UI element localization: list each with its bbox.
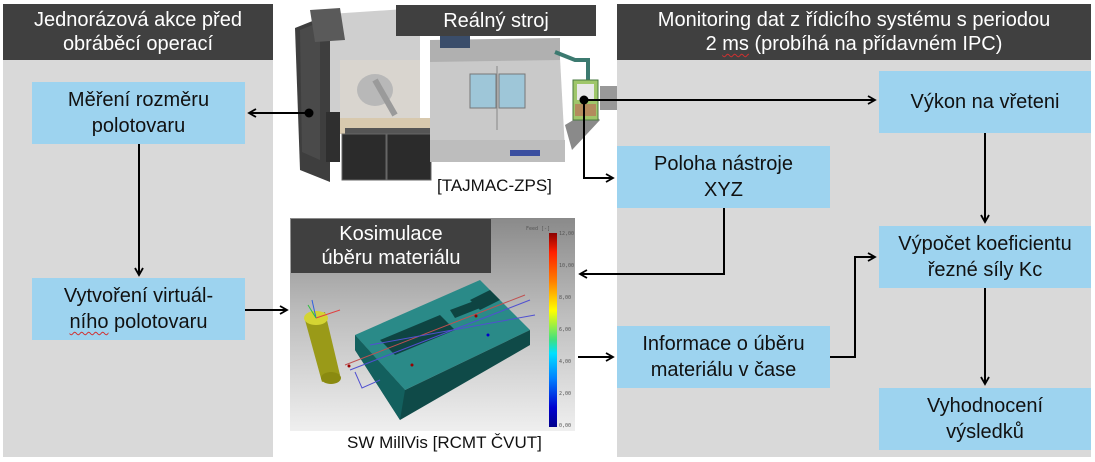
right-header-line2-pre: 2 (705, 33, 723, 55)
right-panel-header: Monitoring dat z řídicího systému s peri… (617, 4, 1091, 60)
colorbar-tick: 8,00 (559, 295, 572, 301)
box-mereni-line1: Měření rozměru (67, 89, 210, 111)
box-vytvoreni-polotovaru: Vytvoření virtuál- ního polotovaru (32, 278, 245, 340)
right-header-line2-spell: ms (722, 33, 749, 55)
machine-caption: [TAJMAC-ZPS] (437, 176, 552, 195)
simulation-colorbar (549, 233, 557, 427)
machine-header-text: Reálný stroj (443, 9, 549, 32)
box-vyhodnoceni-line1: Vyhodnocení (926, 395, 1043, 417)
simulation-header-line1: Kosimulace (339, 223, 443, 245)
box-vykon-line1: Výkon na vřeteni (910, 91, 1060, 113)
box-vytvoreni-line2: ního polotovaru (70, 309, 208, 335)
box-vytvoreni-line2-post: polotovaru (108, 311, 208, 333)
box-poloha-line1: Poloha nástroje (654, 153, 793, 175)
right-header-line1: Monitoring dat z řídicího systému s peri… (657, 9, 1051, 31)
box-vytvoreni-line2-spell: ního (69, 311, 109, 333)
left-header-line2: obráběcí operací (62, 33, 214, 55)
box-vyhodnoceni-vysledku: Vyhodnocení výsledků (879, 388, 1091, 450)
box-vykon-na-vreteni: Výkon na vřeteni (879, 71, 1091, 133)
right-header-line2: 2 ms (probíhá na přídavném IPC) (706, 32, 1003, 56)
colorbar-title: Feed [-] (526, 226, 551, 232)
box-informace-line1: Informace o úběru (642, 333, 805, 355)
right-header-line2-post: (probíhá na přídavném IPC) (748, 33, 1003, 55)
simulation-caption: SW MillVis [RCMT ČVUT] (347, 433, 542, 452)
box-vypocet-koeficientu: Výpočet koeficientu řezné síly Kc (879, 226, 1091, 288)
simulation-header: Kosimulace úběru materiálu (291, 219, 491, 273)
colorbar-tick: 0,00 (559, 423, 572, 429)
box-vyhodnoceni-line2: výsledků (946, 421, 1024, 443)
colorbar-tick: 2,00 (559, 391, 572, 397)
box-mereni-line2: polotovaru (91, 115, 186, 137)
simulation-header-line2: úběru materiálu (321, 247, 461, 269)
colorbar-tick: 12,00 (559, 231, 575, 237)
box-informace-o-uberu: Informace o úběru materiálu v čase (617, 326, 830, 388)
box-poloha-nastroje: Poloha nástroje XYZ (617, 146, 830, 208)
box-vytvoreni-line1: Vytvoření virtuál- (63, 285, 214, 307)
box-informace-line2: materiálu v čase (650, 359, 797, 381)
colorbar-tick: 6,00 (559, 327, 572, 333)
box-vypocet-line1: Výpočet koeficientu (898, 233, 1072, 255)
box-vypocet-line2: řezné síly Kc (927, 259, 1043, 281)
box-poloha-line2: XYZ (704, 179, 743, 201)
arrow-ipc-to-poloha (583, 100, 615, 183)
colorbar-tick: 10,00 (559, 263, 575, 269)
box-mereni-rozmeru: Měření rozměru polotovaru (32, 82, 245, 144)
left-panel (3, 4, 273, 457)
machine-header: Reálný stroj (396, 5, 596, 36)
left-header-line1: Jednorázová akce před (34, 9, 242, 31)
colorbar-tick: 4,00 (559, 359, 572, 365)
left-panel-header: Jednorázová akce před obráběcí operací (3, 4, 273, 60)
